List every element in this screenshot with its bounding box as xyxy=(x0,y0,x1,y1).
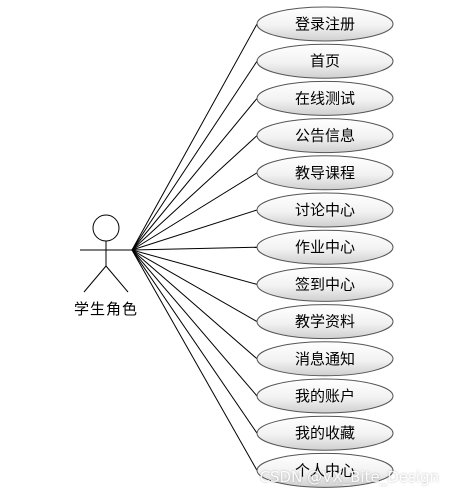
watermark-text: CSDN @VX_Bite_Design xyxy=(259,468,439,486)
association-line xyxy=(131,249,258,285)
use-case-label: 作业中心 xyxy=(295,238,355,256)
use-case-ellipse xyxy=(256,118,394,154)
association-line xyxy=(131,249,258,323)
use-case-ellipse xyxy=(256,341,394,377)
use-case-label: 签到中心 xyxy=(295,275,355,293)
use-case: 签到中心 xyxy=(256,266,394,302)
use-case-label: 登录注册 xyxy=(295,15,355,33)
use-case: 我的账户 xyxy=(256,378,394,414)
use-case: 在线测试 xyxy=(256,80,394,116)
use-case-ellipse xyxy=(256,266,394,302)
use-case-ellipse xyxy=(256,6,394,42)
use-case-label: 在线测试 xyxy=(295,89,355,107)
actor-left-leg xyxy=(83,265,107,293)
use-case: 公告信息 xyxy=(256,118,394,154)
association-line xyxy=(131,23,258,251)
use-case-label: 首页 xyxy=(310,52,340,70)
association-line xyxy=(131,60,258,251)
use-case-label: 我的账户 xyxy=(295,387,355,405)
use-case: 教导课程 xyxy=(256,155,394,191)
use-case: 讨论中心 xyxy=(256,192,394,228)
use-case: 个人中心 xyxy=(256,452,394,488)
use-case-label: 公告信息 xyxy=(295,127,355,145)
use-case: 消息通知 xyxy=(256,341,394,377)
actor-right-leg xyxy=(105,265,129,293)
actor-stick-figure-icon xyxy=(80,214,132,293)
use-case-ellipse xyxy=(256,80,394,116)
use-case-ellipse xyxy=(256,304,394,340)
use-case-ellipse xyxy=(256,43,394,79)
association-line xyxy=(131,135,258,251)
use-case-ellipse xyxy=(256,192,394,228)
actor-head xyxy=(92,214,120,242)
association-line xyxy=(131,98,258,251)
association-lines xyxy=(131,23,258,471)
use-case-ellipse xyxy=(256,378,394,414)
use-case-ellipse xyxy=(256,452,394,488)
use-case-ellipse xyxy=(256,155,394,191)
association-line xyxy=(131,172,258,251)
use-case: 教学资料 xyxy=(256,304,394,340)
use-case-label: 个人中心 xyxy=(295,461,355,479)
association-line xyxy=(131,209,258,251)
association-line xyxy=(131,249,258,471)
use-case: 登录注册 xyxy=(256,6,394,42)
association-line xyxy=(131,249,258,434)
use-case-list: 登录注册首页在线测试公告信息教导课程讨论中心作业中心签到中心教学资料消息通知我的… xyxy=(256,6,394,488)
use-case-label: 我的收藏 xyxy=(295,424,355,442)
use-case-label: 消息通知 xyxy=(295,350,355,368)
association-line xyxy=(131,249,258,397)
use-case: 我的收藏 xyxy=(256,415,394,451)
use-case-label: 教学资料 xyxy=(295,313,355,331)
use-case-ellipse xyxy=(256,415,394,451)
actor-label: 学生角色 xyxy=(73,300,138,318)
use-case-label: 讨论中心 xyxy=(295,201,355,219)
use-case: 作业中心 xyxy=(256,229,394,265)
use-case-label: 教导课程 xyxy=(295,164,355,182)
use-case-ellipse xyxy=(256,229,394,265)
use-case: 首页 xyxy=(256,43,394,79)
association-line xyxy=(131,249,258,360)
association-line xyxy=(131,246,258,251)
